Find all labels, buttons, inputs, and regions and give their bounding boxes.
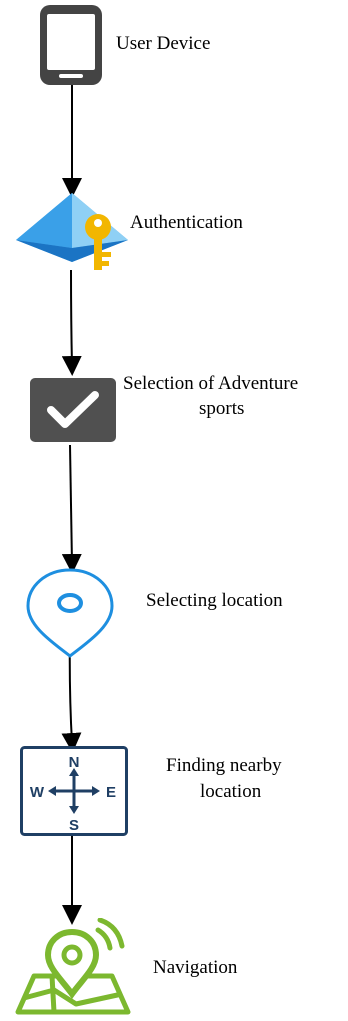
compass-e: E <box>106 784 116 801</box>
compass-s: S <box>69 817 79 834</box>
label-nearby-line1: Finding nearby <box>166 755 282 776</box>
arrow-selection-to-location <box>61 444 82 574</box>
label-selection-line1: Selection of Adventure <box>123 373 299 394</box>
label-navigation: Navigation <box>153 957 238 978</box>
arrow-auth-to-selection <box>61 269 82 376</box>
map-navigation-icon <box>14 917 132 1016</box>
smartphone-icon <box>38 4 104 86</box>
label-nearby-line2: location <box>200 781 262 802</box>
key-pyramid-icon <box>14 190 130 272</box>
label-authentication: Authentication <box>130 212 243 233</box>
label-selecting-location: Selecting location <box>146 590 283 611</box>
compass-icon: N S W E <box>20 746 128 836</box>
label-user-device: User Device <box>116 33 211 54</box>
label-selection-line2: sports <box>199 398 245 419</box>
compass-w: W <box>30 784 45 801</box>
compass-n: N <box>69 754 80 771</box>
map-pin-icon <box>24 566 116 658</box>
checkbox-check-icon <box>29 377 117 443</box>
